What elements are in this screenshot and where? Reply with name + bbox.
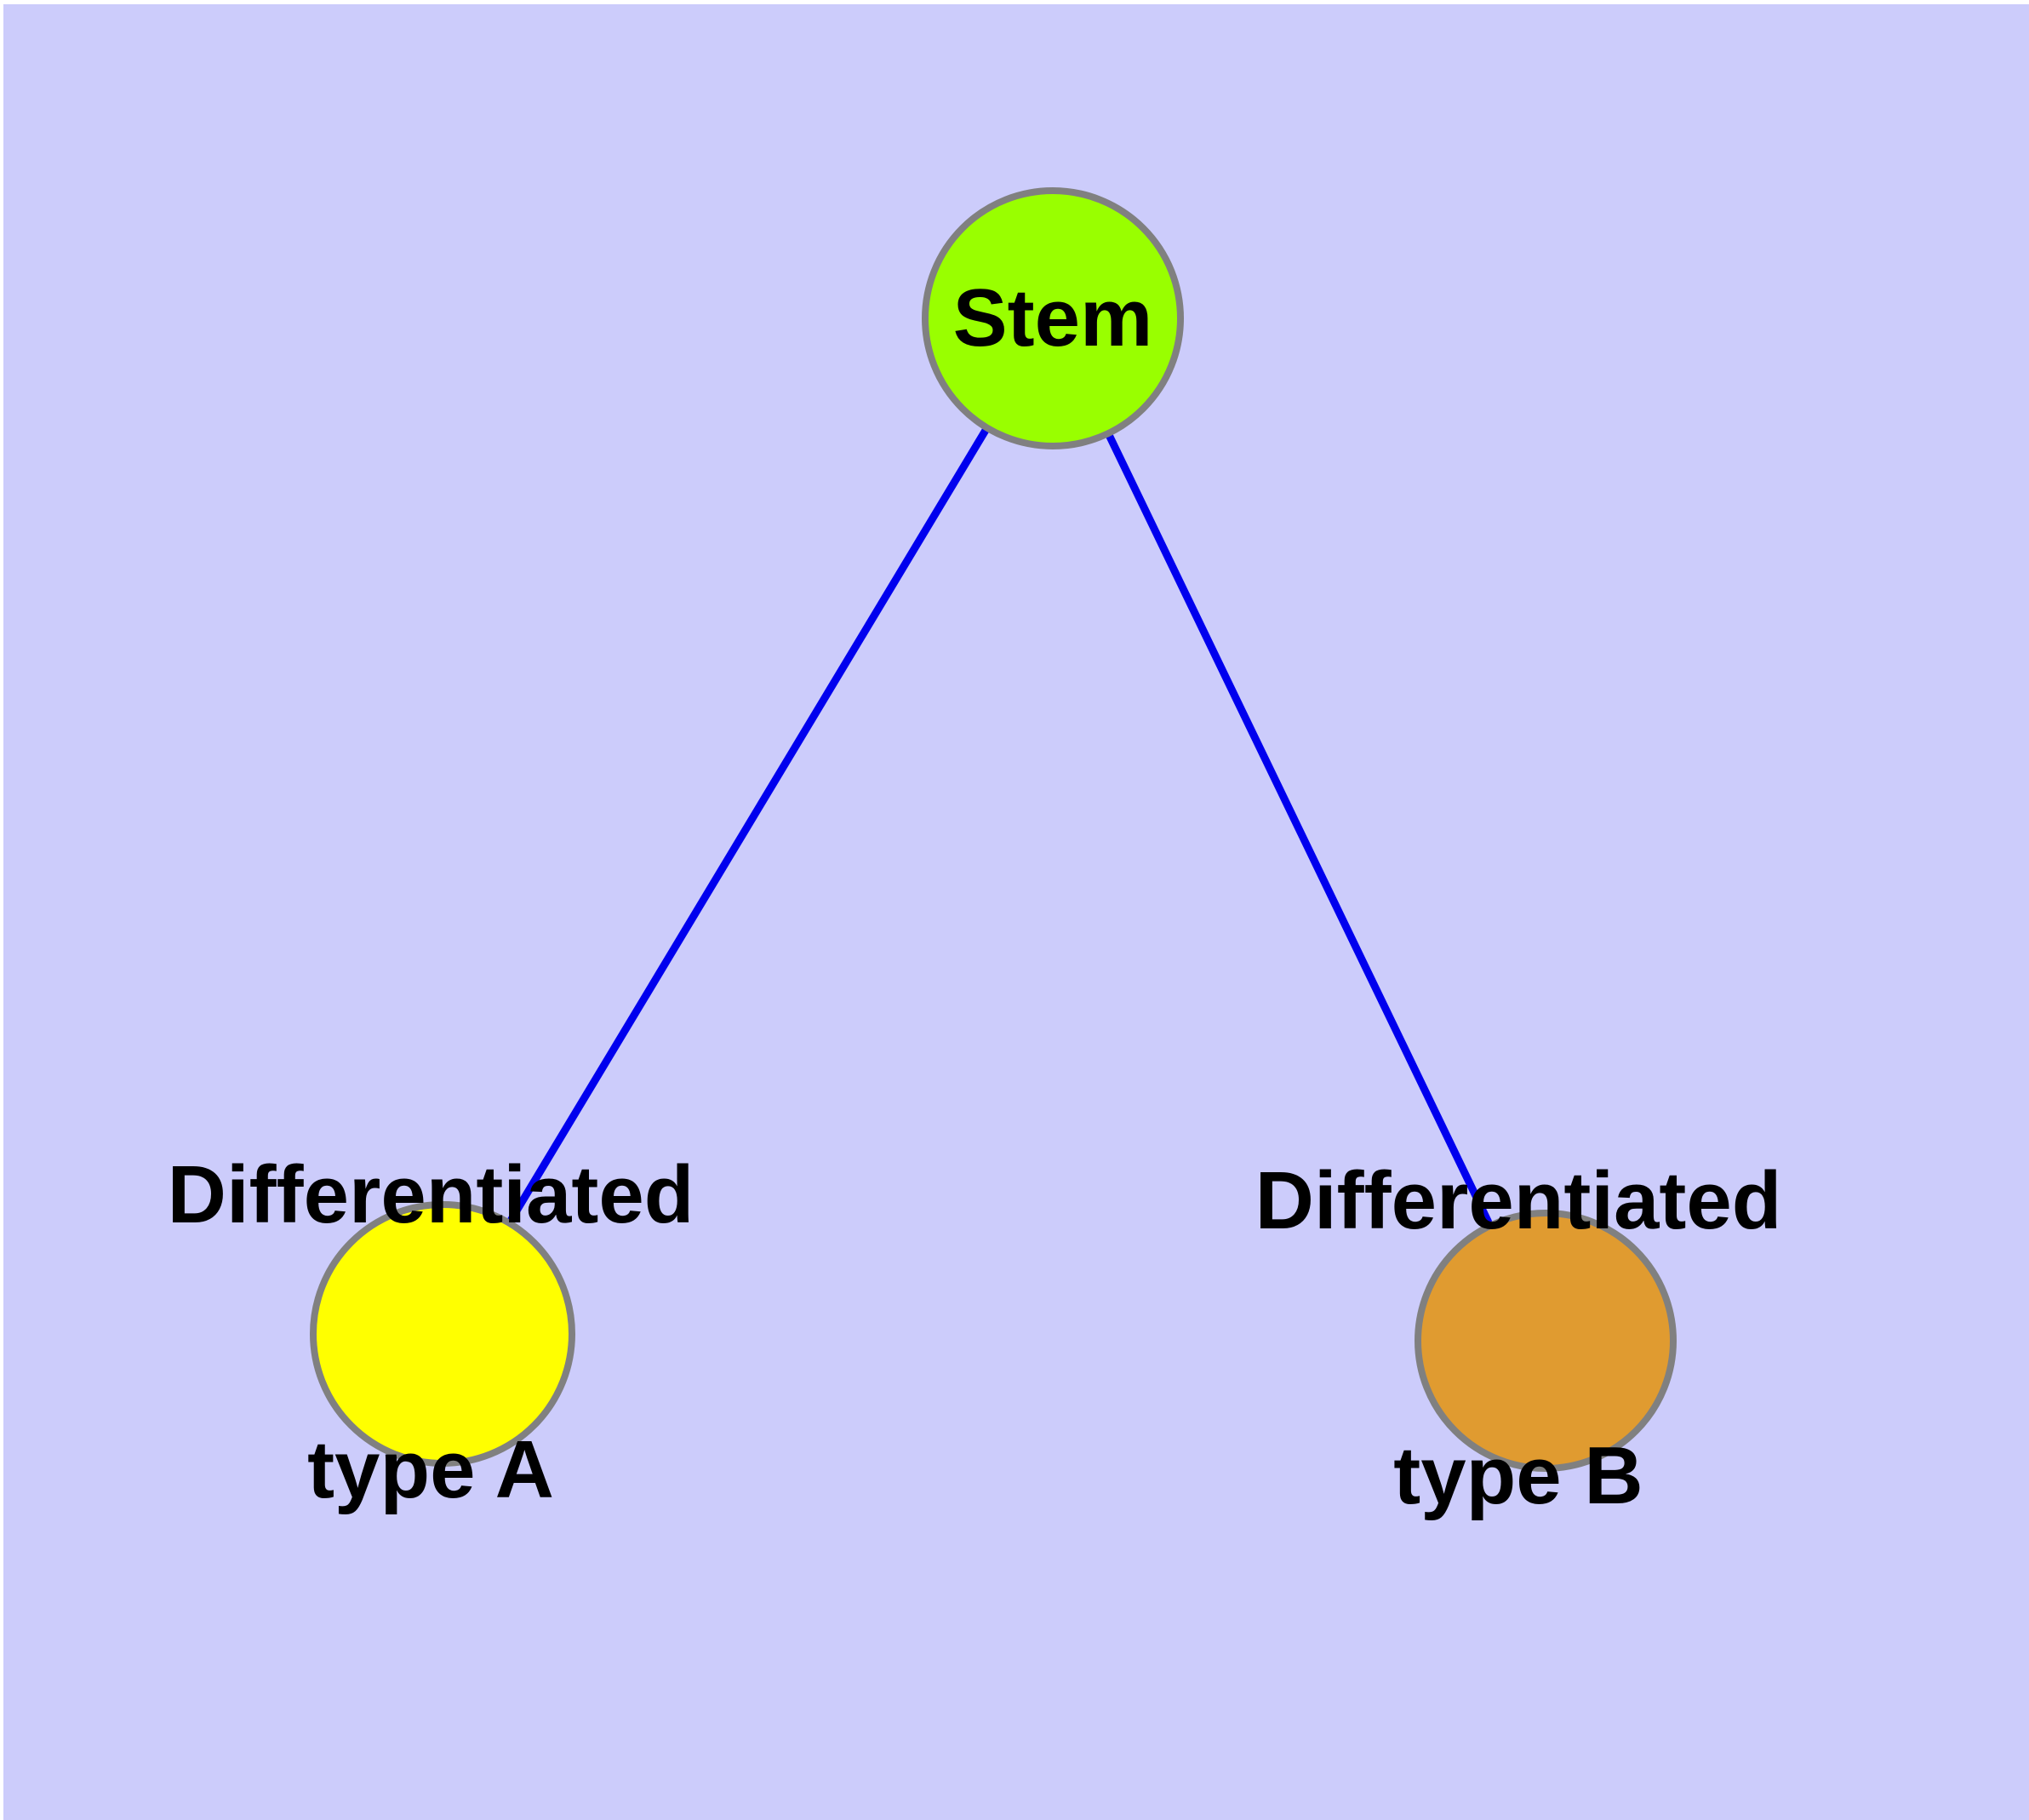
node-differentiated-type-b[interactable] — [1415, 1210, 1677, 1472]
edge-stem-to-type-a — [505, 424, 992, 1227]
node-stem[interactable] — [922, 187, 1184, 449]
node-layer — [310, 187, 1677, 1472]
node-differentiated-type-a[interactable] — [310, 1201, 575, 1467]
edge-layer — [505, 424, 1495, 1229]
edge-stem-to-type-b — [1104, 430, 1495, 1229]
